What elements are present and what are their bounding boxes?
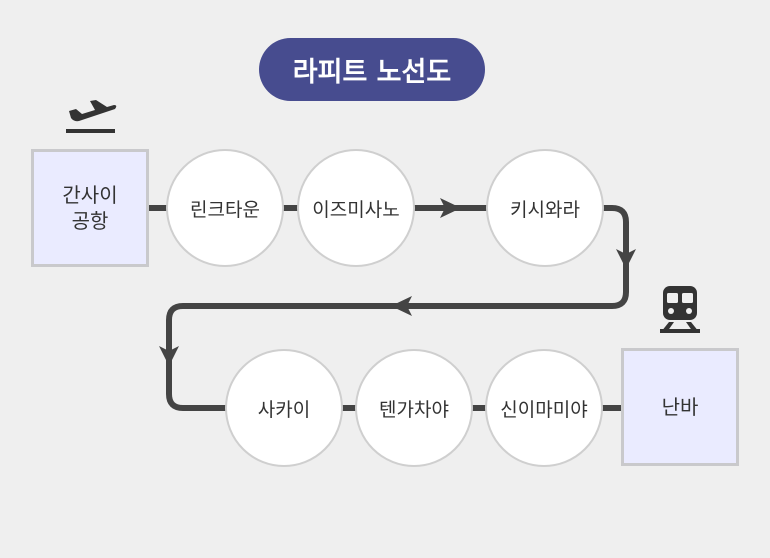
station-label: 린크타운 (190, 198, 260, 221)
station-izumisano: 이즈미사노 (297, 149, 415, 267)
station-label: 사카이 (257, 398, 311, 421)
train-icon (660, 286, 700, 333)
station-rinku-town: 린크타운 (166, 149, 284, 267)
arrow-right-marker (440, 198, 461, 218)
terminal-kansai-label-line1: 간사이 (62, 183, 118, 207)
station-sakai: 사카이 (225, 349, 343, 467)
station-label: 텐가차야 (379, 398, 449, 421)
station-label: 신이마미야 (500, 398, 588, 421)
arrow-down-marker-left (159, 346, 179, 366)
arrow-left-marker (391, 296, 412, 316)
page-title: 라피트 노선도 (259, 38, 485, 101)
station-tengachaya: 텐가차야 (355, 349, 473, 467)
terminal-kansai-airport: 간사이 공항 (31, 149, 149, 267)
station-kishiwada: 키시와라 (486, 149, 604, 267)
terminal-namba-label: 난바 (661, 395, 699, 419)
terminal-kansai-label-line2: 공항 (71, 209, 109, 233)
airplane-icon (66, 100, 117, 133)
station-shin-imamiya: 신이마미야 (485, 349, 603, 467)
terminal-namba: 난바 (621, 348, 739, 466)
arrow-down-marker (616, 249, 636, 269)
station-label: 이즈미사노 (312, 198, 400, 221)
station-label: 키시와라 (510, 198, 580, 221)
